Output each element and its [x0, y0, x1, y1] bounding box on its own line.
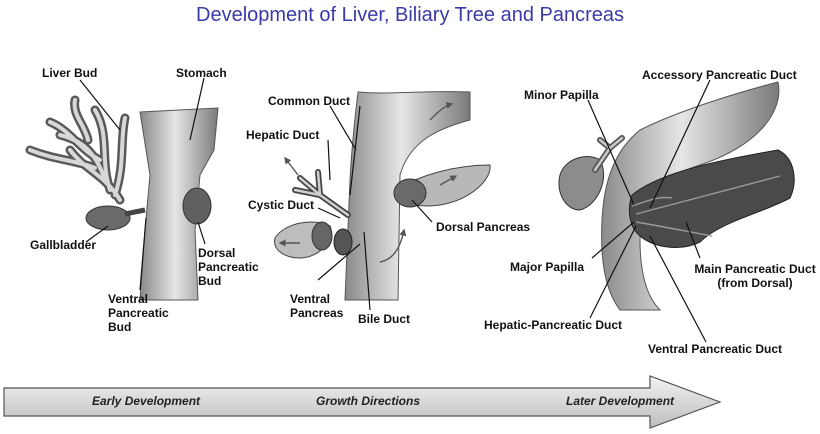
label-common-duct: Common Duct	[268, 94, 350, 108]
label-gallbladder: Gallbladder	[30, 238, 97, 252]
panel-growth	[274, 91, 491, 311]
label-hepatic-pancreatic-duct: Hepatic-Pancreatic Duct	[484, 318, 623, 332]
panel-later	[558, 79, 795, 343]
label-stomach: Stomach	[176, 66, 227, 80]
timeline-early: Early Development	[92, 394, 201, 408]
label-dorsal-pancreatic-bud: Dorsal Pancreatic Bud	[198, 246, 259, 288]
label-accessory-pancreatic-duct: Accessory Pancreatic Duct	[642, 68, 797, 82]
timeline-growth: Growth Directions	[316, 394, 421, 408]
label-ventral-pancreas: Ventral Pancreas	[290, 292, 344, 320]
growth-arrows	[278, 101, 458, 263]
diagram-title: Development of Liver, Biliary Tree and P…	[196, 4, 624, 26]
label-hepatic-duct: Hepatic Duct	[246, 128, 320, 142]
ventral-pancreas-shape	[333, 228, 353, 256]
dorsal-bud-shape	[182, 187, 212, 225]
label-dorsal-pancreas: Dorsal Pancreas	[436, 220, 531, 234]
panel1-leaders	[79, 77, 206, 291]
liver-bud-shape	[25, 95, 130, 205]
gallbladder-shape	[85, 205, 131, 231]
timeline-arrow	[3, 375, 722, 429]
panel-early	[25, 77, 219, 301]
label-cystic-duct: Cystic Duct	[248, 198, 315, 212]
label-minor-papilla: Minor Papilla	[524, 88, 599, 102]
label-main-pancreatic-duct: Main Pancreatic Duct (from Dorsal)	[694, 262, 816, 290]
pancreas-shape	[628, 149, 795, 248]
label-bile-duct: Bile Duct	[358, 312, 411, 326]
label-ventral-pancreatic-duct: Ventral Pancreatic Duct	[648, 342, 783, 356]
panel3-leaders	[587, 79, 711, 343]
label-ventral-pancreatic-bud: Ventral Pancreatic Bud	[108, 292, 169, 334]
panel2-leaders	[317, 105, 433, 311]
label-major-papilla: Major Papilla	[510, 260, 585, 274]
label-liver-bud: Liver Bud	[42, 66, 98, 80]
timeline-later: Later Development	[566, 394, 675, 408]
